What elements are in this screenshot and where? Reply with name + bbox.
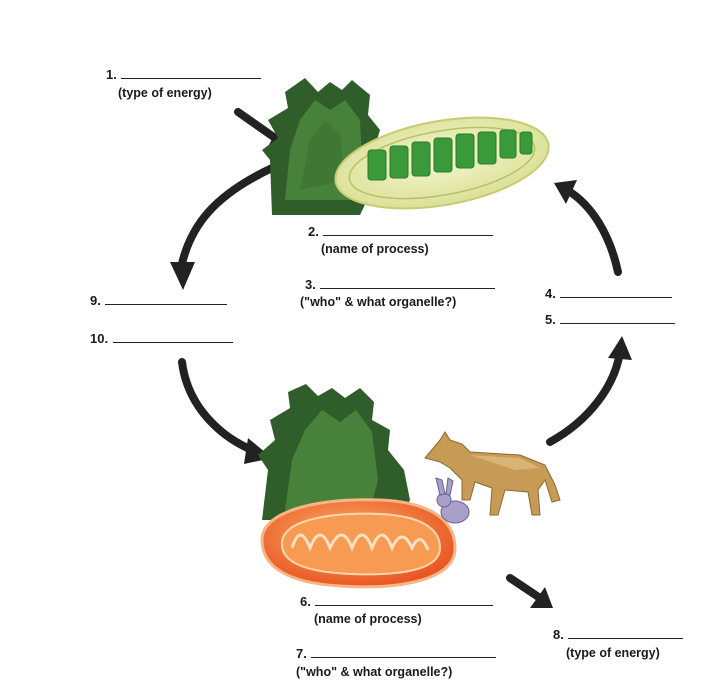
- arrow-left-down: [170, 164, 276, 290]
- arrow-right-up-upper: [554, 180, 622, 276]
- label-7-hint: ("who" & what organelle?): [296, 665, 453, 679]
- label-7-number: 7.: [296, 646, 307, 661]
- mitochondrion-icon: [260, 498, 457, 589]
- coyote-icon: [424, 431, 561, 516]
- label-3-blank[interactable]: [320, 277, 496, 289]
- arrow-left-to-bottom: [178, 358, 272, 464]
- rabbit-icon: [435, 477, 470, 524]
- label-5-number: 5.: [545, 312, 556, 327]
- label-1-blank[interactable]: [121, 67, 262, 79]
- label-6: 6.: [300, 593, 494, 611]
- arrow-right-up-lower: [546, 336, 632, 446]
- label-9-blank[interactable]: [105, 293, 228, 305]
- label-4: 4.: [545, 285, 673, 303]
- label-3-hint: ("who" & what organelle?): [300, 295, 457, 309]
- label-5-blank[interactable]: [560, 312, 676, 324]
- label-2-number: 2.: [308, 224, 319, 239]
- chloroplast-icon: [334, 116, 550, 210]
- label-7-blank[interactable]: [311, 646, 497, 658]
- label-9-number: 9.: [90, 293, 101, 308]
- label-9: 9.: [90, 292, 228, 310]
- label-6-number: 6.: [300, 594, 311, 609]
- label-10-blank[interactable]: [112, 331, 233, 343]
- label-1-number: 1.: [106, 67, 117, 82]
- label-8-blank[interactable]: [568, 627, 684, 639]
- label-1: 1.: [106, 66, 262, 84]
- label-8-number: 8.: [553, 627, 564, 642]
- label-2-blank[interactable]: [323, 224, 494, 236]
- label-10: 10.: [90, 330, 233, 348]
- label-5: 5.: [545, 311, 676, 329]
- label-3-number: 3.: [305, 277, 316, 292]
- label-1-hint: (type of energy): [118, 86, 212, 100]
- label-8-hint: (type of energy): [566, 646, 660, 660]
- label-8: 8.: [553, 626, 684, 644]
- label-3: 3.: [305, 276, 496, 294]
- label-10-number: 10.: [90, 331, 109, 346]
- label-6-blank[interactable]: [315, 594, 494, 606]
- label-6-hint: (name of process): [314, 612, 422, 626]
- label-2-hint: (name of process): [321, 242, 429, 256]
- label-4-number: 4.: [545, 286, 556, 301]
- arrow-energy-out: [506, 574, 553, 608]
- tree-cluster-bottom-icon: [258, 384, 410, 520]
- label-7: 7.: [296, 645, 497, 663]
- label-4-blank[interactable]: [560, 286, 673, 298]
- label-2: 2.: [308, 223, 494, 241]
